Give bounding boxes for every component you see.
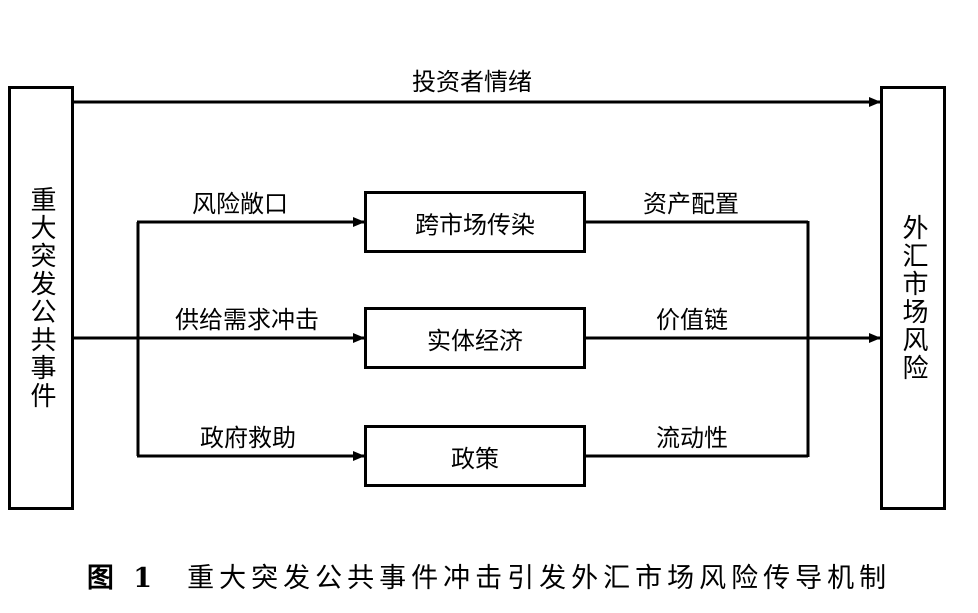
out-label-3: 流动性	[656, 424, 728, 452]
target-box: 外汇市场风险	[880, 86, 946, 510]
figure-caption-text: 重大突发公共事件冲击引发外汇市场风险传导机制	[187, 563, 892, 594]
top-channel-label: 投资者情绪	[412, 68, 532, 96]
source-box-label: 重大突发公共事件	[26, 186, 56, 410]
middle-box-label: 跨市场传染	[415, 210, 535, 239]
in-label-3: 政府救助	[200, 424, 296, 452]
middle-box-cross-market: 跨市场传染	[364, 191, 586, 253]
figure-number: 图 1	[86, 563, 158, 594]
middle-box-policy: 政策	[364, 425, 586, 487]
middle-box-label: 政策	[451, 444, 499, 473]
figure-caption: 图 1 重大突发公共事件冲击引发外汇市场风险传导机制	[0, 556, 978, 595]
in-label-2: 供给需求冲击	[175, 306, 319, 334]
in-label-1: 风险敞口	[192, 190, 288, 218]
out-label-1: 资产配置	[643, 190, 739, 218]
target-box-label: 外汇市场风险	[898, 214, 928, 382]
middle-box-label: 实体经济	[427, 326, 523, 355]
out-label-2: 价值链	[656, 306, 728, 334]
source-box: 重大突发公共事件	[8, 86, 74, 510]
middle-box-real-economy: 实体经济	[364, 307, 586, 369]
